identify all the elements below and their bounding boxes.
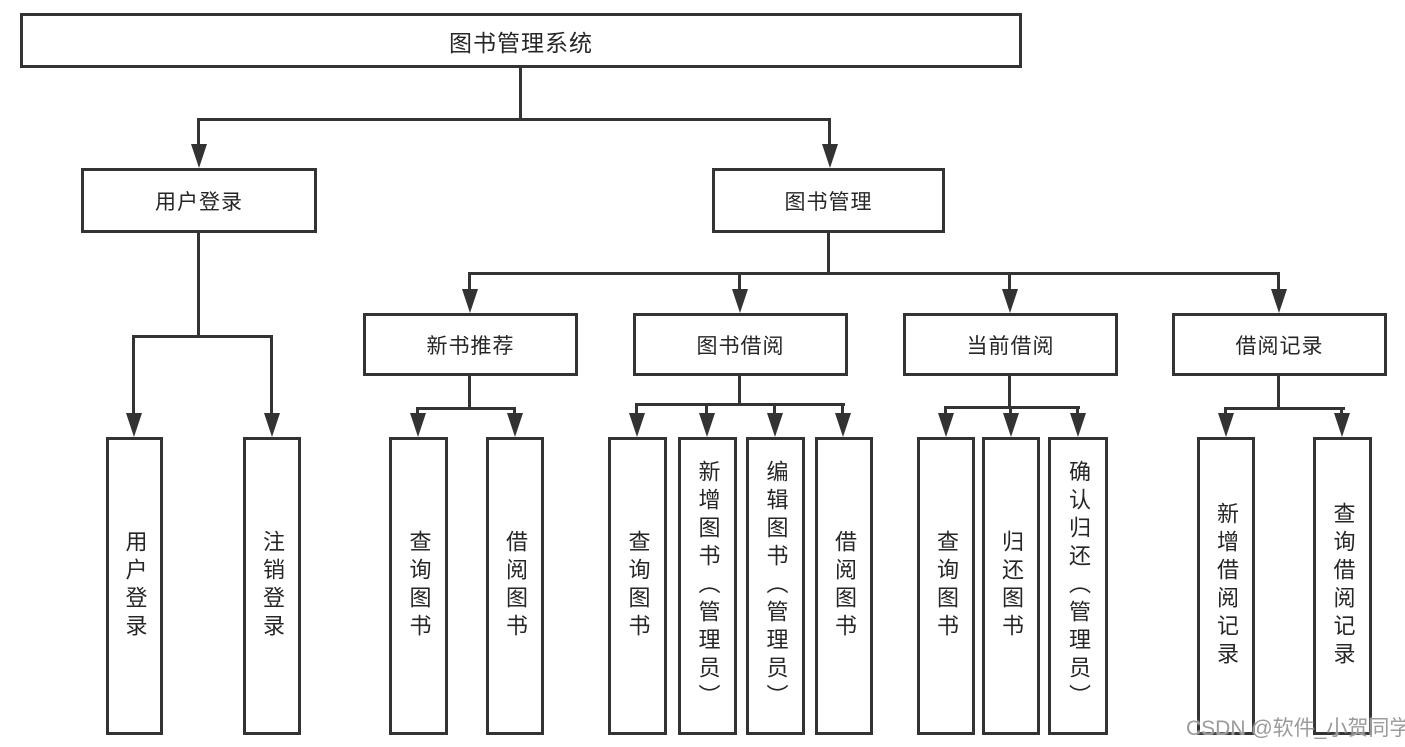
leaf-bb-query-books-label: 查询图书: [625, 530, 651, 642]
leaf-bb-edit-books-admin: 编辑图书（管理员）: [746, 437, 805, 735]
leaf-br-add-record-label: 新增借阅记录: [1214, 502, 1239, 670]
connector-drop-login-leaf: [132, 335, 135, 417]
arrow-book-borrow: [732, 289, 748, 313]
connector-user-login-span: [132, 335, 273, 338]
leaf-nb-query-books: 查询图书: [389, 437, 448, 735]
connector-drop-book-management: [828, 118, 831, 148]
arrow-cb-return: [1003, 413, 1019, 437]
leaf-bb-add-books-admin-label: 新增图书（管理员）: [695, 460, 721, 712]
arrow-bb-query: [629, 413, 645, 437]
connector-current-borrow-stem: [1008, 373, 1011, 409]
leaf-cb-query-books-label: 查询图书: [934, 530, 959, 642]
connector-book-borrow-span: [635, 403, 845, 406]
leaf-br-add-record: 新增借阅记录: [1197, 437, 1255, 735]
leaf-cb-return-books: 归还图书: [982, 437, 1040, 735]
leaf-bb-borrow-books-label: 借阅图书: [832, 530, 857, 642]
leaf-nb-borrow-books: 借阅图书: [486, 437, 544, 735]
arrow-logout-leaf: [264, 413, 280, 437]
connector-drop-bb-query: [635, 403, 638, 417]
connector-drop-new-book: [468, 272, 471, 292]
connector-root-span: [197, 118, 831, 121]
connector-borrow-record-span: [1224, 407, 1345, 410]
connector-current-borrow-span: [944, 406, 1080, 409]
arrow-cb-confirm: [1070, 413, 1086, 437]
leaf-cb-confirm-return-admin: 确认归还（管理员）: [1048, 437, 1108, 735]
arrow-bb-borrow: [835, 413, 851, 437]
arrow-book-management: [822, 144, 838, 168]
arrow-borrow-record: [1271, 289, 1287, 313]
node-current-borrow: 当前借阅: [903, 313, 1118, 376]
connector-drop-logout-leaf: [270, 335, 273, 417]
leaf-bb-query-books: 查询图书: [608, 437, 667, 735]
leaf-br-query-record: 查询借阅记录: [1313, 437, 1372, 735]
arrow-bb-edit: [767, 413, 783, 437]
connector-drop-cb-return: [1009, 406, 1012, 417]
connector-new-book-span: [416, 407, 516, 410]
arrow-user-login: [191, 144, 207, 168]
arrow-new-book: [462, 289, 478, 313]
leaf-bb-add-books-admin: 新增图书（管理员）: [678, 437, 737, 735]
leaf-user-login-label: 用户登录: [122, 530, 148, 642]
connector-drop-user-login: [197, 118, 200, 148]
arrow-nb-query: [410, 413, 426, 437]
leaf-cb-confirm-return-admin-label: 确认归还（管理员）: [1066, 460, 1091, 712]
leaf-bb-edit-books-admin-label: 编辑图书（管理员）: [763, 460, 789, 712]
connector-book-borrow-stem: [738, 373, 741, 406]
arrow-nb-borrow: [507, 413, 523, 437]
leaf-logout: 注销登录: [243, 437, 301, 735]
arrow-br-query: [1334, 413, 1350, 437]
connector-drop-br-query: [1340, 407, 1343, 417]
connector-new-book-stem: [468, 373, 471, 410]
connector-book-management-span: [468, 272, 1280, 275]
arrow-login-leaf: [126, 413, 142, 437]
node-book-management: 图书管理: [712, 168, 945, 233]
connector-book-management-stem: [827, 230, 830, 275]
connector-drop-borrow-record: [1277, 272, 1280, 292]
leaf-cb-query-books: 查询图书: [917, 437, 975, 735]
leaf-bb-borrow-books: 借阅图书: [815, 437, 873, 735]
node-library-system: 图书管理系统: [20, 13, 1022, 68]
connector-drop-book-borrow: [738, 272, 741, 292]
csdn-watermark: CSDN @软件_小贺同学: [1186, 717, 1405, 740]
leaf-user-login: 用户登录: [106, 437, 163, 735]
connector-drop-cb-query: [944, 406, 947, 417]
node-user-login: 用户登录: [81, 168, 317, 233]
leaf-nb-query-books-label: 查询图书: [406, 530, 432, 642]
connector-root-stem: [519, 65, 522, 118]
arrow-current-borrow: [1002, 289, 1018, 313]
node-book-borrow: 图书借阅: [633, 313, 848, 376]
connector-drop-cb-confirm: [1076, 406, 1079, 417]
leaf-cb-return-books-label: 归还图书: [999, 530, 1024, 642]
arrow-bb-add: [699, 413, 715, 437]
connector-drop-bb-borrow: [841, 403, 844, 417]
arrow-br-add: [1218, 413, 1234, 437]
connector-drop-br-add: [1224, 407, 1227, 417]
connector-drop-nb-borrow: [513, 407, 516, 417]
node-borrow-record: 借阅记录: [1172, 313, 1387, 376]
connector-drop-bb-add: [705, 403, 708, 417]
node-new-book-recommend: 新书推荐: [363, 313, 578, 376]
connector-drop-current-borrow: [1008, 272, 1011, 292]
leaf-nb-borrow-books-label: 借阅图书: [503, 530, 528, 642]
leaf-br-query-record-label: 查询借阅记录: [1330, 502, 1356, 670]
connector-user-login-stem: [197, 230, 200, 335]
leaf-logout-label: 注销登录: [260, 530, 285, 642]
connector-borrow-record-stem: [1277, 373, 1280, 410]
connector-drop-bb-edit: [773, 403, 776, 417]
arrow-cb-query: [938, 413, 954, 437]
connector-drop-nb-query: [416, 407, 419, 417]
